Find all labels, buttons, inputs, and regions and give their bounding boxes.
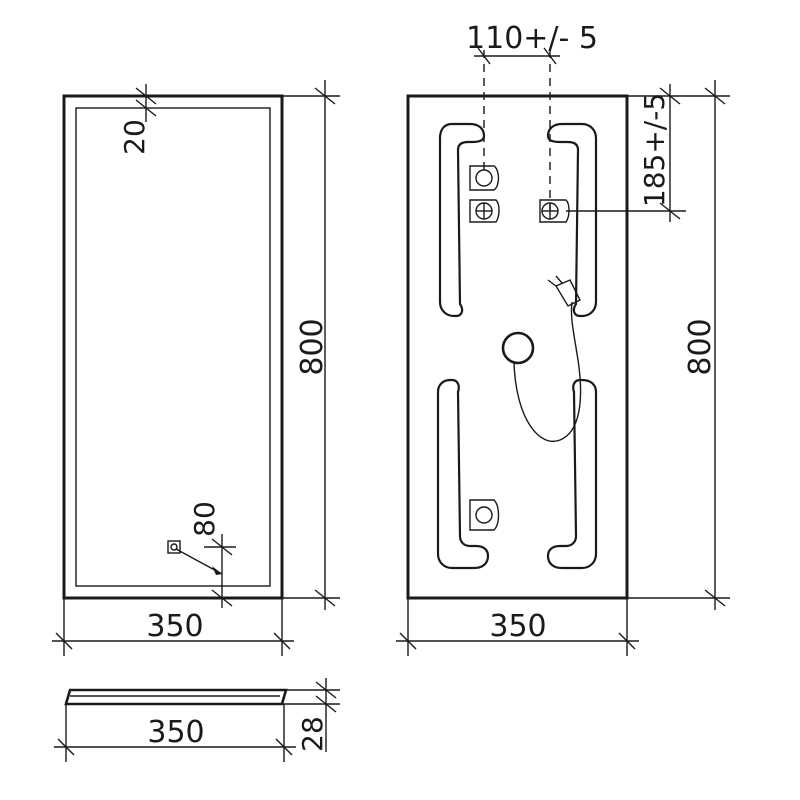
front-height-dimension: 800: [282, 80, 340, 610]
bracket-drop-label: 185+/-5: [638, 93, 671, 207]
front-width-label: 350: [146, 609, 203, 644]
back-height-dimension: 800: [627, 80, 730, 610]
frame-inset-label: 20: [118, 119, 151, 155]
bracket-mid-left-icon: [469, 199, 500, 223]
bracket-drop-dimension: 185+/-5: [566, 84, 686, 222]
bracket-bottom-left-icon: [469, 499, 500, 531]
front-width-dimension: 350: [52, 598, 294, 656]
front-view: 800 20 80 350: [52, 80, 340, 656]
side-depth-label: 28: [296, 716, 329, 752]
side-view: 28 350: [54, 678, 340, 762]
side-width-dimension: 350: [54, 704, 296, 762]
power-cable: [513, 301, 582, 442]
slot-lower-right: [546, 378, 598, 570]
bracket-mid-right-icon: [539, 199, 570, 223]
front-light-frame: [75, 107, 271, 587]
side-profile-outline: [64, 688, 288, 706]
slot-lower-left: [436, 378, 490, 570]
back-view: 110+/- 5 185+/-5 800 350: [396, 21, 730, 656]
power-plug-icon: [547, 275, 581, 307]
side-width-label: 350: [147, 715, 204, 750]
sensor-offset-label: 80: [188, 501, 221, 537]
front-height-label: 800: [295, 318, 330, 375]
side-depth-dimension: 28: [282, 678, 340, 752]
front-mirror-outline: [62, 94, 284, 600]
bracket-spacing-dimension: 110+/- 5: [466, 21, 598, 210]
switch-knob-icon: [501, 331, 535, 365]
slot-upper-right: [546, 122, 598, 318]
back-width-label: 350: [489, 609, 546, 644]
back-panel-outline: [406, 94, 629, 600]
bracket-spacing-label: 110+/- 5: [466, 21, 598, 56]
slot-upper-left: [438, 122, 486, 318]
back-height-label: 800: [683, 318, 718, 375]
back-width-dimension: 350: [396, 598, 639, 656]
touch-sensor-icon: [167, 540, 181, 554]
frame-inset-dimension: 20: [118, 84, 157, 155]
sensor-offset-dimension: 80: [175, 501, 236, 608]
